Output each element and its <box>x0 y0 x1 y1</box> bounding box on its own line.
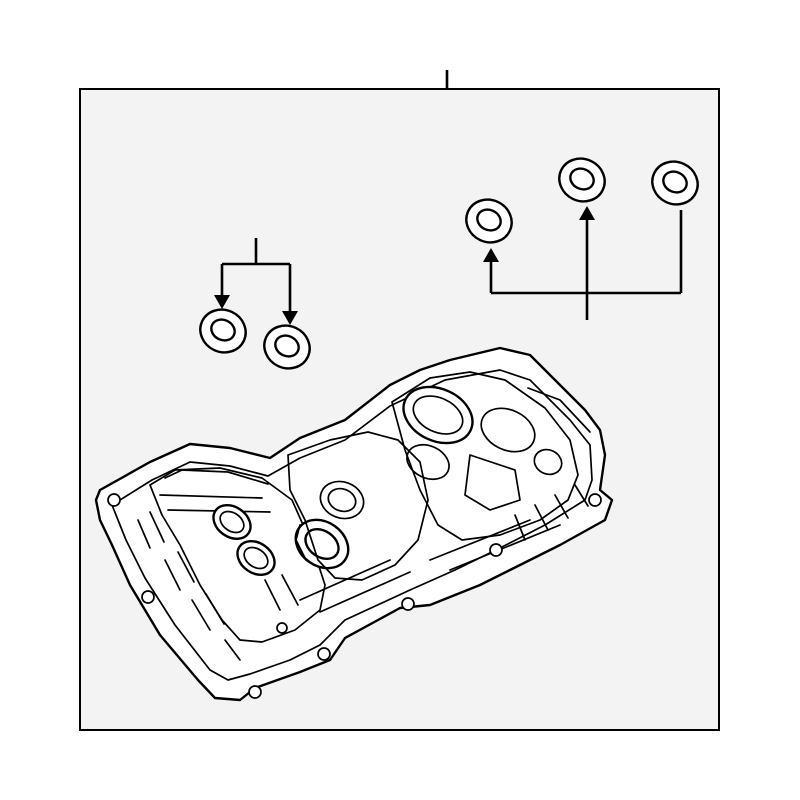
left-seal-ring-2 <box>263 324 311 370</box>
right-seal-ring-3 <box>651 160 699 206</box>
right-seal-ring-1 <box>465 198 513 244</box>
bolt-bosses <box>107 493 602 699</box>
valve-cover <box>94 346 614 702</box>
left-seal-callout <box>214 238 298 325</box>
right-seal-ring-2 <box>558 157 606 203</box>
right-seal-callout <box>483 206 683 320</box>
left-ports <box>212 503 276 577</box>
left-seal-ring-1 <box>199 308 247 354</box>
